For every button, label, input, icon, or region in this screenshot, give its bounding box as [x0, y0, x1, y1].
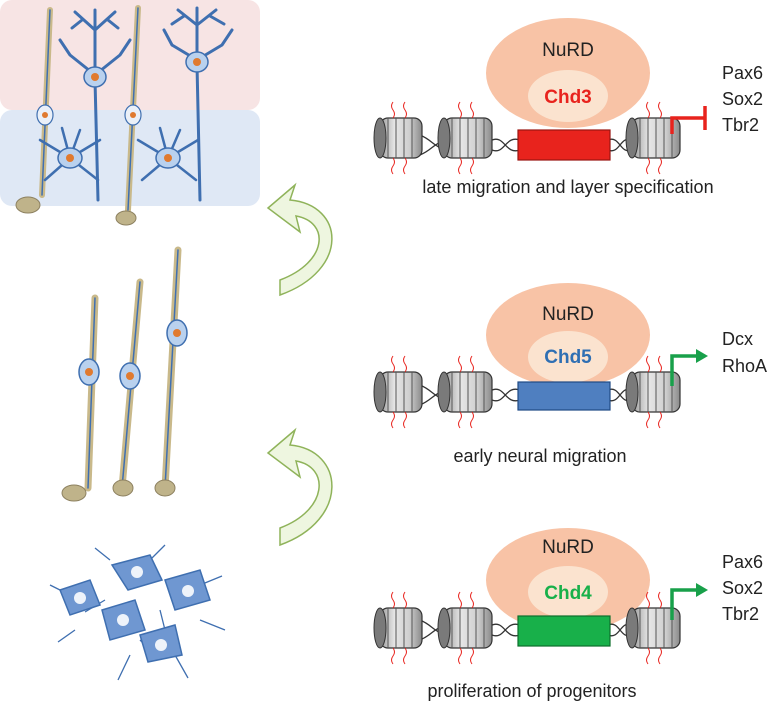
curved-arrow-icon — [266, 427, 333, 547]
chd-label: Chd3 — [544, 87, 592, 108]
pyramidal-neuron — [58, 8, 132, 202]
migrating-neuron-somas — [61, 319, 188, 502]
target-gene: Sox2 — [722, 89, 763, 109]
gene-box — [517, 615, 611, 647]
nurd-label: NuRD — [542, 40, 594, 61]
chd-panel: NuRD Chd3 Pax6 — [373, 18, 763, 197]
histone-tails — [391, 355, 662, 429]
activation-arrow-icon — [670, 349, 708, 386]
nucleosome — [625, 117, 681, 159]
nucleosome — [437, 607, 493, 649]
gene-box — [517, 381, 611, 411]
nucleosome — [437, 371, 493, 413]
nucleosome — [373, 117, 423, 159]
nucleosome — [373, 371, 423, 413]
curved-arrow-icon — [266, 182, 333, 297]
histone-tails — [391, 101, 662, 175]
stellate-neuron — [38, 126, 102, 182]
nurd-label: NuRD — [542, 537, 594, 558]
repression-bar-icon — [670, 106, 707, 134]
panel-caption: late migration and layer specification — [422, 177, 713, 197]
panel-caption: early neural migration — [453, 446, 626, 466]
radial-fiber — [41, 9, 51, 196]
chd-panel: NuRD Chd5 — [373, 283, 767, 466]
chd-subunit — [528, 566, 608, 618]
nurd-label: NuRD — [542, 304, 594, 325]
pyramidal-neuron — [162, 6, 234, 202]
target-gene: Sox2 — [722, 578, 763, 598]
chd-panel: NuRD Chd4 — [373, 528, 763, 701]
activation-arrow-icon — [670, 583, 708, 620]
nucleosome — [373, 607, 423, 649]
target-gene: Tbr2 — [722, 115, 759, 135]
mature-neuron-somas — [15, 51, 209, 226]
histone-tails — [391, 591, 662, 665]
cortex-illustration — [0, 0, 333, 681]
nucleosome — [437, 117, 493, 159]
target-gene: Tbr2 — [722, 604, 759, 624]
upper-layer-band — [0, 0, 260, 110]
chd-label: Chd5 — [544, 347, 592, 368]
nucleosome — [625, 607, 681, 649]
nucleosome — [625, 371, 681, 413]
target-gene: Dcx — [722, 329, 753, 349]
target-gene: Pax6 — [722, 63, 763, 83]
chd-subunit — [528, 70, 608, 122]
target-gene: Pax6 — [722, 552, 763, 572]
target-gene: RhoA — [722, 356, 767, 376]
panel-caption: proliferation of progenitors — [427, 681, 636, 701]
progenitor-cluster — [49, 544, 226, 681]
chd-subunit — [528, 331, 608, 383]
gene-box — [517, 129, 611, 161]
stellate-neuron — [136, 126, 200, 182]
chd-label: Chd4 — [544, 583, 592, 604]
